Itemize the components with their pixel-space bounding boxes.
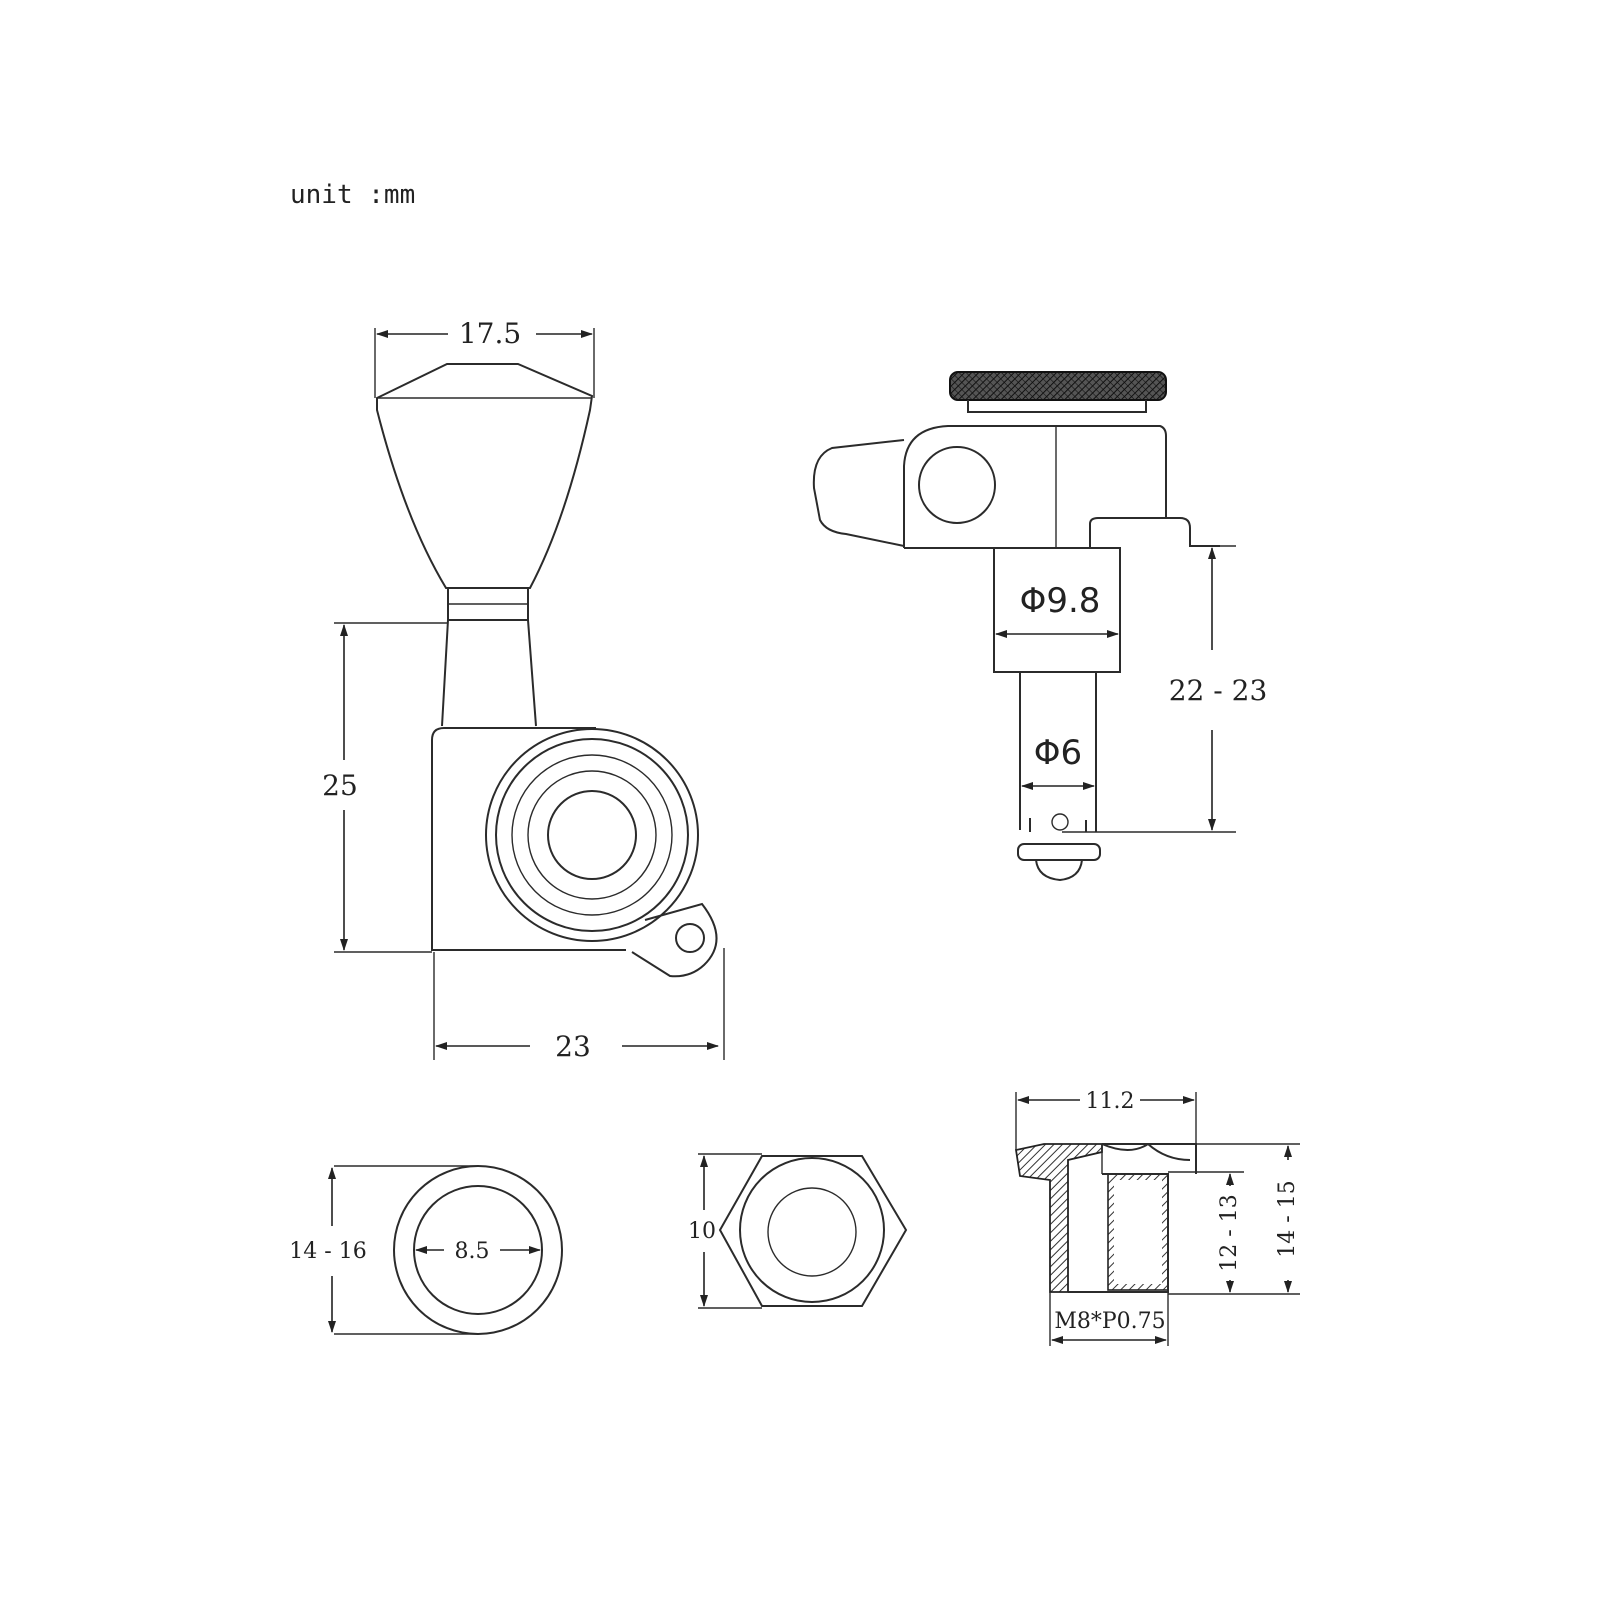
dim-bushing-outer-height: 14 - 15 (1275, 1180, 1300, 1257)
hex-nut-bore (767, 1187, 857, 1277)
dim-thread-spec: M8*P0.75 (1054, 1309, 1165, 1334)
dim-bushing-width: 11.2 (1086, 1089, 1135, 1114)
dim-post-length: 22 - 23 (1169, 674, 1268, 707)
dim-washer-inner: 8.5 (455, 1239, 490, 1264)
dim-knob-width: 17.5 (459, 317, 521, 350)
side-housing (903, 425, 1167, 548)
tuner-knob (376, 363, 594, 589)
hex-nut-view: 10 (688, 1153, 908, 1309)
mounting-ear (631, 902, 718, 978)
worm-shaft-end (918, 446, 996, 524)
hex-nut-face (739, 1157, 885, 1303)
dim-housing-width: 23 (555, 1030, 591, 1063)
dim-hex-nut-width: 10 (688, 1219, 716, 1244)
bushing-wall-hatch (1014, 1143, 1103, 1293)
bushing-tab (1089, 517, 1220, 548)
front-view: 17.5 25 23 (322, 317, 725, 1063)
string-post (1019, 672, 1097, 832)
unit-label: unit :mm (290, 180, 415, 210)
tuner-housing (431, 727, 626, 951)
hex-nut-outline (718, 1155, 908, 1307)
dim-shaft-diameter: Φ9.8 (1020, 581, 1101, 621)
knurled-gear (949, 371, 1167, 401)
dim-bushing-inner-height: 12 - 13 (1217, 1194, 1242, 1271)
dim-washer-outer: 14 - 16 (289, 1239, 366, 1264)
tuner-shaft (441, 619, 537, 727)
dim-string-post-diameter: Φ6 (1034, 733, 1082, 773)
shaft-9-8 (993, 547, 1121, 673)
mounting-hole (675, 923, 705, 953)
washer-inner (413, 1185, 543, 1315)
bushing-section: 11.2 12 - 13 14 - 15 M8*P0.75 (1014, 1089, 1300, 1346)
gear-outer (485, 728, 699, 942)
dim-post-height: 25 (322, 769, 358, 802)
side-view: Φ9.8 Φ6 22 - 23 (812, 371, 1268, 882)
gear-center (547, 790, 637, 880)
washer-view: 14 - 16 8.5 (289, 1165, 563, 1335)
side-knob (812, 439, 905, 547)
